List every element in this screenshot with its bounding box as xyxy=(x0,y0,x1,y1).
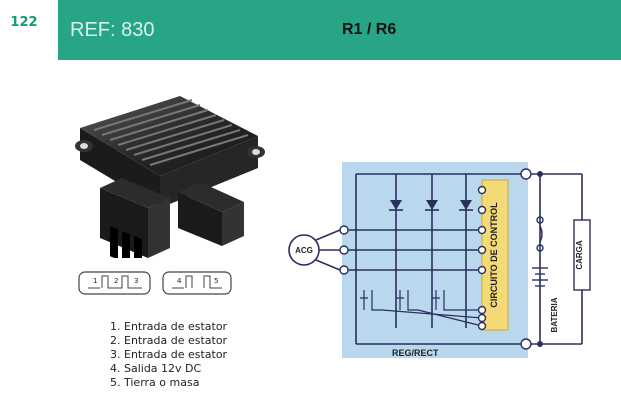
pin-label: 2 xyxy=(114,277,119,285)
header-bar xyxy=(58,0,621,60)
load-box xyxy=(573,219,591,291)
page-number: 122 xyxy=(0,14,48,32)
acg-label: ACG xyxy=(295,246,313,255)
model-name: R1 / R6 xyxy=(342,21,397,38)
control-box xyxy=(481,179,509,331)
pin-description: 1. Entrada de estator xyxy=(110,320,228,333)
reference-code: REF: 830 xyxy=(70,19,155,41)
regulator-photo xyxy=(75,96,265,258)
pin-description: 3. Entrada de estator xyxy=(110,348,228,361)
connector-a: 1 2 3 xyxy=(78,268,151,298)
pin-label: 5 xyxy=(214,277,219,285)
control-label: CIRCUITO DE CONTROL xyxy=(489,202,499,308)
pin-description: 2. Entrada de estator xyxy=(110,334,228,347)
pin-description: 4. Salida 12v DC xyxy=(110,362,202,375)
wiring-diagram: CIRCUITO DE CONTROL xyxy=(288,162,591,358)
pin-description-list: 1. Entrada de estator 2. Entrada de esta… xyxy=(110,320,227,390)
regrect-label: REG/RECT xyxy=(392,348,439,358)
pin-label: 1 xyxy=(93,277,98,285)
connector-a-outline xyxy=(78,271,151,295)
pin-description: 5. Tierra o masa xyxy=(110,376,200,389)
load-label: CARGA xyxy=(575,240,584,270)
pin-label: 3 xyxy=(134,277,139,285)
battery-label: BATERIA xyxy=(550,297,559,332)
connector-b-outline xyxy=(162,271,232,295)
connector-b: 4 5 xyxy=(162,268,232,298)
pin-label: 4 xyxy=(177,277,182,285)
